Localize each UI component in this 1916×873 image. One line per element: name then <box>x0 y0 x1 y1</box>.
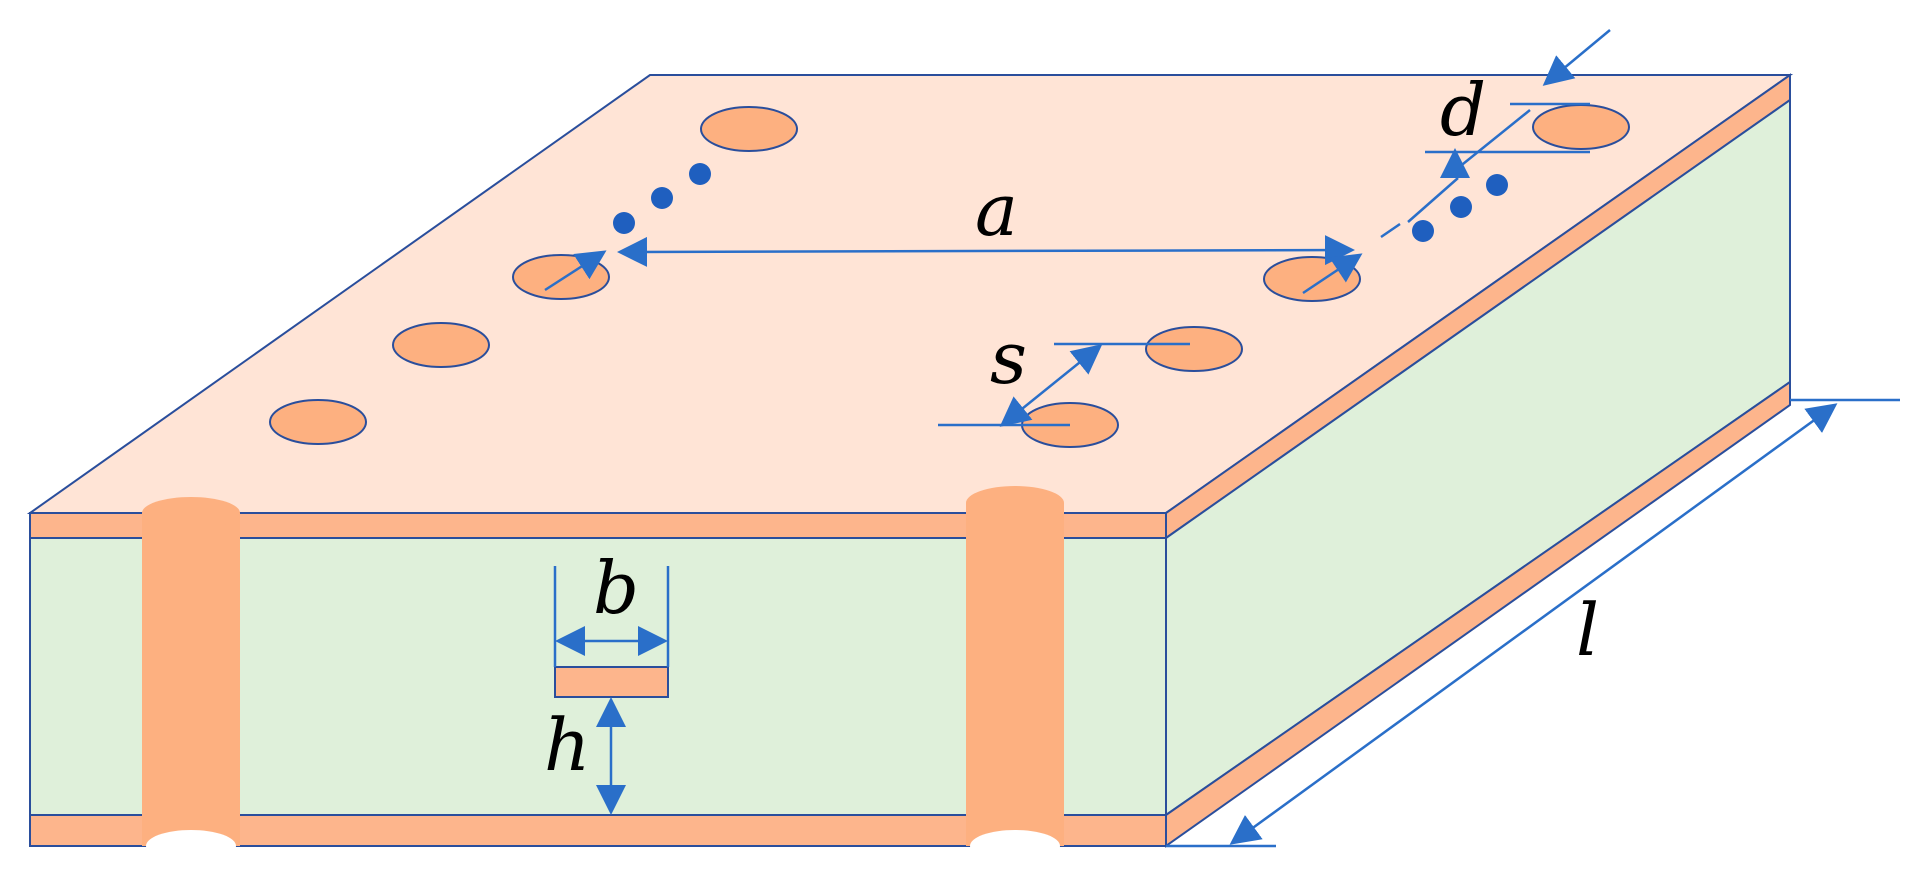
via-cylinder-left <box>142 497 240 862</box>
continuation-dot <box>613 212 635 234</box>
dimension-b <box>553 566 670 667</box>
via-hole <box>1532 104 1630 150</box>
via-hole <box>1145 326 1243 372</box>
via-hole <box>512 254 610 300</box>
label-b: b <box>593 546 639 630</box>
continuation-dot <box>1412 220 1434 242</box>
continuation-dot <box>1486 174 1508 196</box>
via-hole <box>700 106 798 152</box>
via-hole <box>269 399 367 445</box>
label-a: a <box>975 168 1018 252</box>
label-l: l <box>1576 588 1599 672</box>
continuation-dot <box>689 163 711 185</box>
dimension-l <box>1166 398 1900 848</box>
dimension-s <box>938 342 1190 427</box>
label-d: d <box>1440 68 1486 152</box>
dimension-a <box>544 222 1401 295</box>
via-hole <box>392 322 490 368</box>
label-h: h <box>544 703 590 787</box>
dimension-d <box>1407 29 1611 223</box>
continuation-dot <box>651 187 673 209</box>
label-s: s <box>990 316 1027 400</box>
continuation-dot <box>1450 196 1472 218</box>
via-cylinder-right <box>966 486 1064 862</box>
strip-conductor <box>554 666 669 698</box>
